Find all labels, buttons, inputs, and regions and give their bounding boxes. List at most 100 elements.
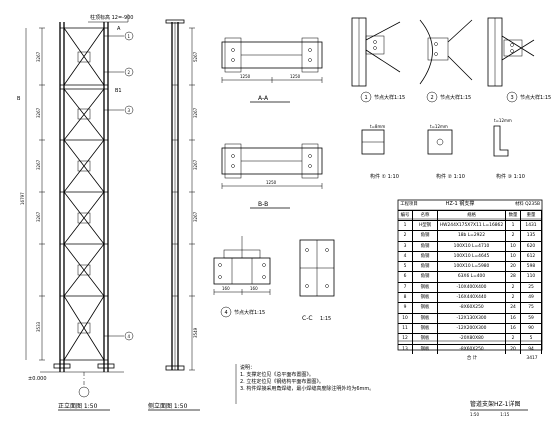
- note-line-3: 3. 构件焊接采用角焊缝，最小焊缝高度除注明外均为6mm。: [240, 386, 375, 392]
- table-cell: 角钢: [413, 272, 438, 282]
- table-cell: 钢板: [413, 303, 438, 313]
- node4-num: 4: [225, 310, 228, 316]
- part-1: t=8mm 构件 ① 1:10: [361, 124, 399, 180]
- table-cell: 8: [398, 293, 413, 303]
- notes: 说明： 1. 支撑定位见《总平面布置图》。 2. 立柱定位见《钢结构平面布置图》…: [240, 365, 374, 393]
- table-column-header: 重量: [521, 211, 542, 220]
- table-cell: 2: [506, 231, 521, 241]
- cut-mark-b1: B1: [115, 88, 122, 94]
- drawing-scale: 1:50 1:15: [470, 411, 509, 418]
- table-cell: 3: [398, 241, 413, 251]
- table-cell: 100X10 L=4645: [438, 251, 506, 262]
- table-cell: 1: [398, 221, 413, 231]
- table-total-label: 合 计: [466, 355, 478, 361]
- table-cell: 1431: [521, 221, 542, 231]
- cc-title: C-C: [302, 315, 313, 322]
- table-cell: 25: [521, 282, 542, 293]
- top-elevation-label: 柱顶标高 12=-900: [90, 14, 134, 21]
- aa-dim-2: 1250: [290, 74, 301, 79]
- table-cell: -16X440X440: [438, 293, 506, 303]
- callout-1: 1: [128, 34, 131, 39]
- drawing-title: 管道支架HZ-1详图: [470, 401, 521, 408]
- height-dim-1: 3267: [36, 51, 41, 62]
- part-3: t=12mm 构件 ③ 1:10: [493, 118, 525, 180]
- node4-dim-2: 160: [250, 286, 258, 291]
- side-dim-5: 3549: [193, 327, 198, 338]
- table-cell: 16: [506, 323, 521, 334]
- table-cell: 钢板: [413, 334, 438, 344]
- node3-num: 3: [511, 95, 514, 101]
- table-column-header: 编号: [398, 211, 413, 220]
- front-elevation: 柱顶标高 12=-900 ±0.000: [17, 14, 134, 411]
- node1-num: 1: [365, 95, 368, 101]
- height-dim-2: 3267: [36, 107, 41, 118]
- table-cell: 2: [398, 231, 413, 241]
- table-cell: -12X200X300: [438, 323, 506, 334]
- table-cell: 12: [398, 334, 413, 344]
- callout-2: 2: [128, 70, 131, 75]
- table-cell: HW244X175X7X11 L=16862: [438, 221, 506, 231]
- table-cell: 5: [521, 334, 542, 344]
- part2-label: 构件 ② 1:10: [436, 173, 465, 180]
- table-cell: 4: [398, 251, 413, 262]
- cut-mark-b: B: [17, 96, 21, 102]
- table-cell: 100X10 L=5980: [438, 262, 506, 272]
- table-cell: 598: [521, 262, 542, 272]
- note-line-2: 2. 立柱定位见《钢结构平面布置图》。: [240, 379, 324, 385]
- part1-label: 构件 ① 1:10: [370, 173, 399, 180]
- table-cell: 角钢: [413, 262, 438, 272]
- table-cell: -20X80X80: [438, 334, 506, 344]
- table-cell: 110: [521, 272, 542, 282]
- table-total-row: 合 计 3417: [398, 354, 542, 363]
- callout-3: 3: [128, 108, 131, 113]
- height-dim-3: 3267: [36, 159, 41, 170]
- side-elevation-title: 侧立面图 1:50: [148, 402, 188, 410]
- table-cell: 135: [521, 231, 542, 241]
- table-cell: 28: [506, 272, 521, 282]
- table-cell: 20: [506, 262, 521, 272]
- table-cell: 18b L=2922: [438, 231, 506, 241]
- drawing-title-text: 管道支架HZ-1详图: [470, 401, 521, 408]
- node3-label: 节点大样1:15: [520, 94, 551, 101]
- part-2: t=12mm 构件 ② 1:10: [427, 124, 465, 180]
- table-cell: 角钢: [413, 231, 438, 241]
- table-cell: -8X60X250: [438, 303, 506, 313]
- drawing-sheet-text: 1:15: [500, 412, 510, 417]
- table-cell: 2: [506, 282, 521, 293]
- table-cell: 2: [506, 334, 521, 344]
- table-cell: 钢板: [413, 313, 438, 323]
- table-cell: 1: [506, 221, 521, 231]
- table-cell: H型钢: [413, 221, 438, 231]
- table-cell: 钢板: [413, 344, 438, 354]
- table-cell: 10: [398, 313, 413, 323]
- note-line-1: 1. 支撑定位见《总平面布置图》。: [240, 372, 314, 378]
- table-cell: 90: [521, 323, 542, 334]
- node-detail-3: 3 节点大样1:15: [487, 17, 551, 103]
- node4-dim-1: 160: [222, 286, 230, 291]
- height-dim-total: 16797: [20, 192, 25, 205]
- table-cell: -12X130X300: [438, 313, 506, 323]
- table-cell: 6: [398, 272, 413, 282]
- node2-num: 2: [431, 95, 434, 101]
- table-cell: 59: [521, 313, 542, 323]
- bb-title: B-B: [258, 201, 268, 208]
- part3-plate: t=12mm: [494, 118, 512, 123]
- table-material: 材料 Q235B: [514, 202, 540, 207]
- aa-title: A-A: [258, 95, 269, 102]
- table-cell: 620: [521, 241, 542, 251]
- node-detail-4: 160 160 4 节点大样1:15: [213, 236, 271, 318]
- height-dim-5: 3533: [36, 321, 41, 332]
- node2-label: 节点大样1:15: [440, 94, 471, 101]
- table-cell: 7: [398, 282, 413, 293]
- side-dim-3: 3267: [193, 159, 198, 170]
- table-cell: 24: [506, 303, 521, 313]
